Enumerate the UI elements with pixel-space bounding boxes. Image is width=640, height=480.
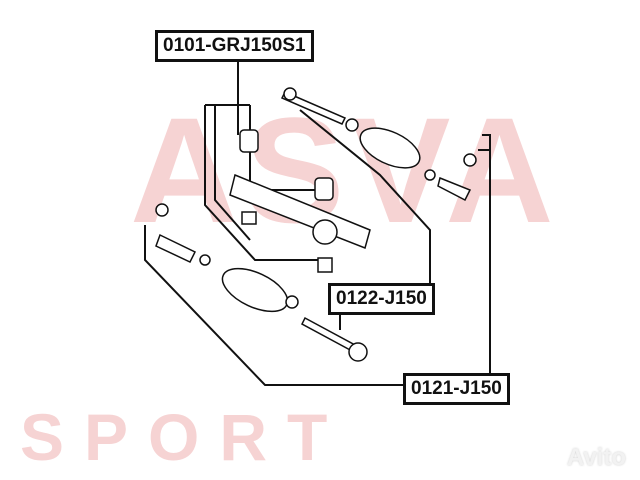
- upper-tie-rod-end: [437, 176, 472, 202]
- watermark-sport: SPORT: [20, 400, 348, 474]
- lower-boot: [221, 267, 289, 313]
- upper-lock-nut: [424, 169, 436, 181]
- part-label-outer-tie-rod-end: 0121-J150: [403, 373, 510, 405]
- lower-boot-clamp: [285, 295, 299, 309]
- lower-inner-tie-rod: [301, 316, 356, 353]
- rack-bushing-1: [239, 129, 259, 153]
- lower-inner-joint: [348, 342, 368, 362]
- lower-tie-rod-end: [155, 233, 197, 263]
- rack-bushing-4: [317, 257, 333, 273]
- rack-leader: [204, 60, 321, 270]
- part-label-rack: 0101-GRJ150S1: [155, 30, 314, 62]
- avito-watermark: Avito: [566, 444, 626, 471]
- upper-castle-nut: [463, 153, 477, 167]
- rack-bushing-3: [241, 211, 257, 225]
- lower-lock-nut: [199, 254, 211, 266]
- lower-castle-nut: [155, 203, 169, 217]
- part-label-inner-tie-rod: 0122-J150: [328, 283, 435, 315]
- upper-boot-clamp: [345, 118, 359, 132]
- upper-inner-tie-rod: [280, 91, 347, 125]
- outer-tie-rod-leader: [144, 134, 491, 386]
- upper-inner-joint: [283, 87, 297, 101]
- pinion: [312, 219, 338, 245]
- rack-bushing-2: [314, 177, 334, 201]
- upper-boot: [359, 127, 421, 169]
